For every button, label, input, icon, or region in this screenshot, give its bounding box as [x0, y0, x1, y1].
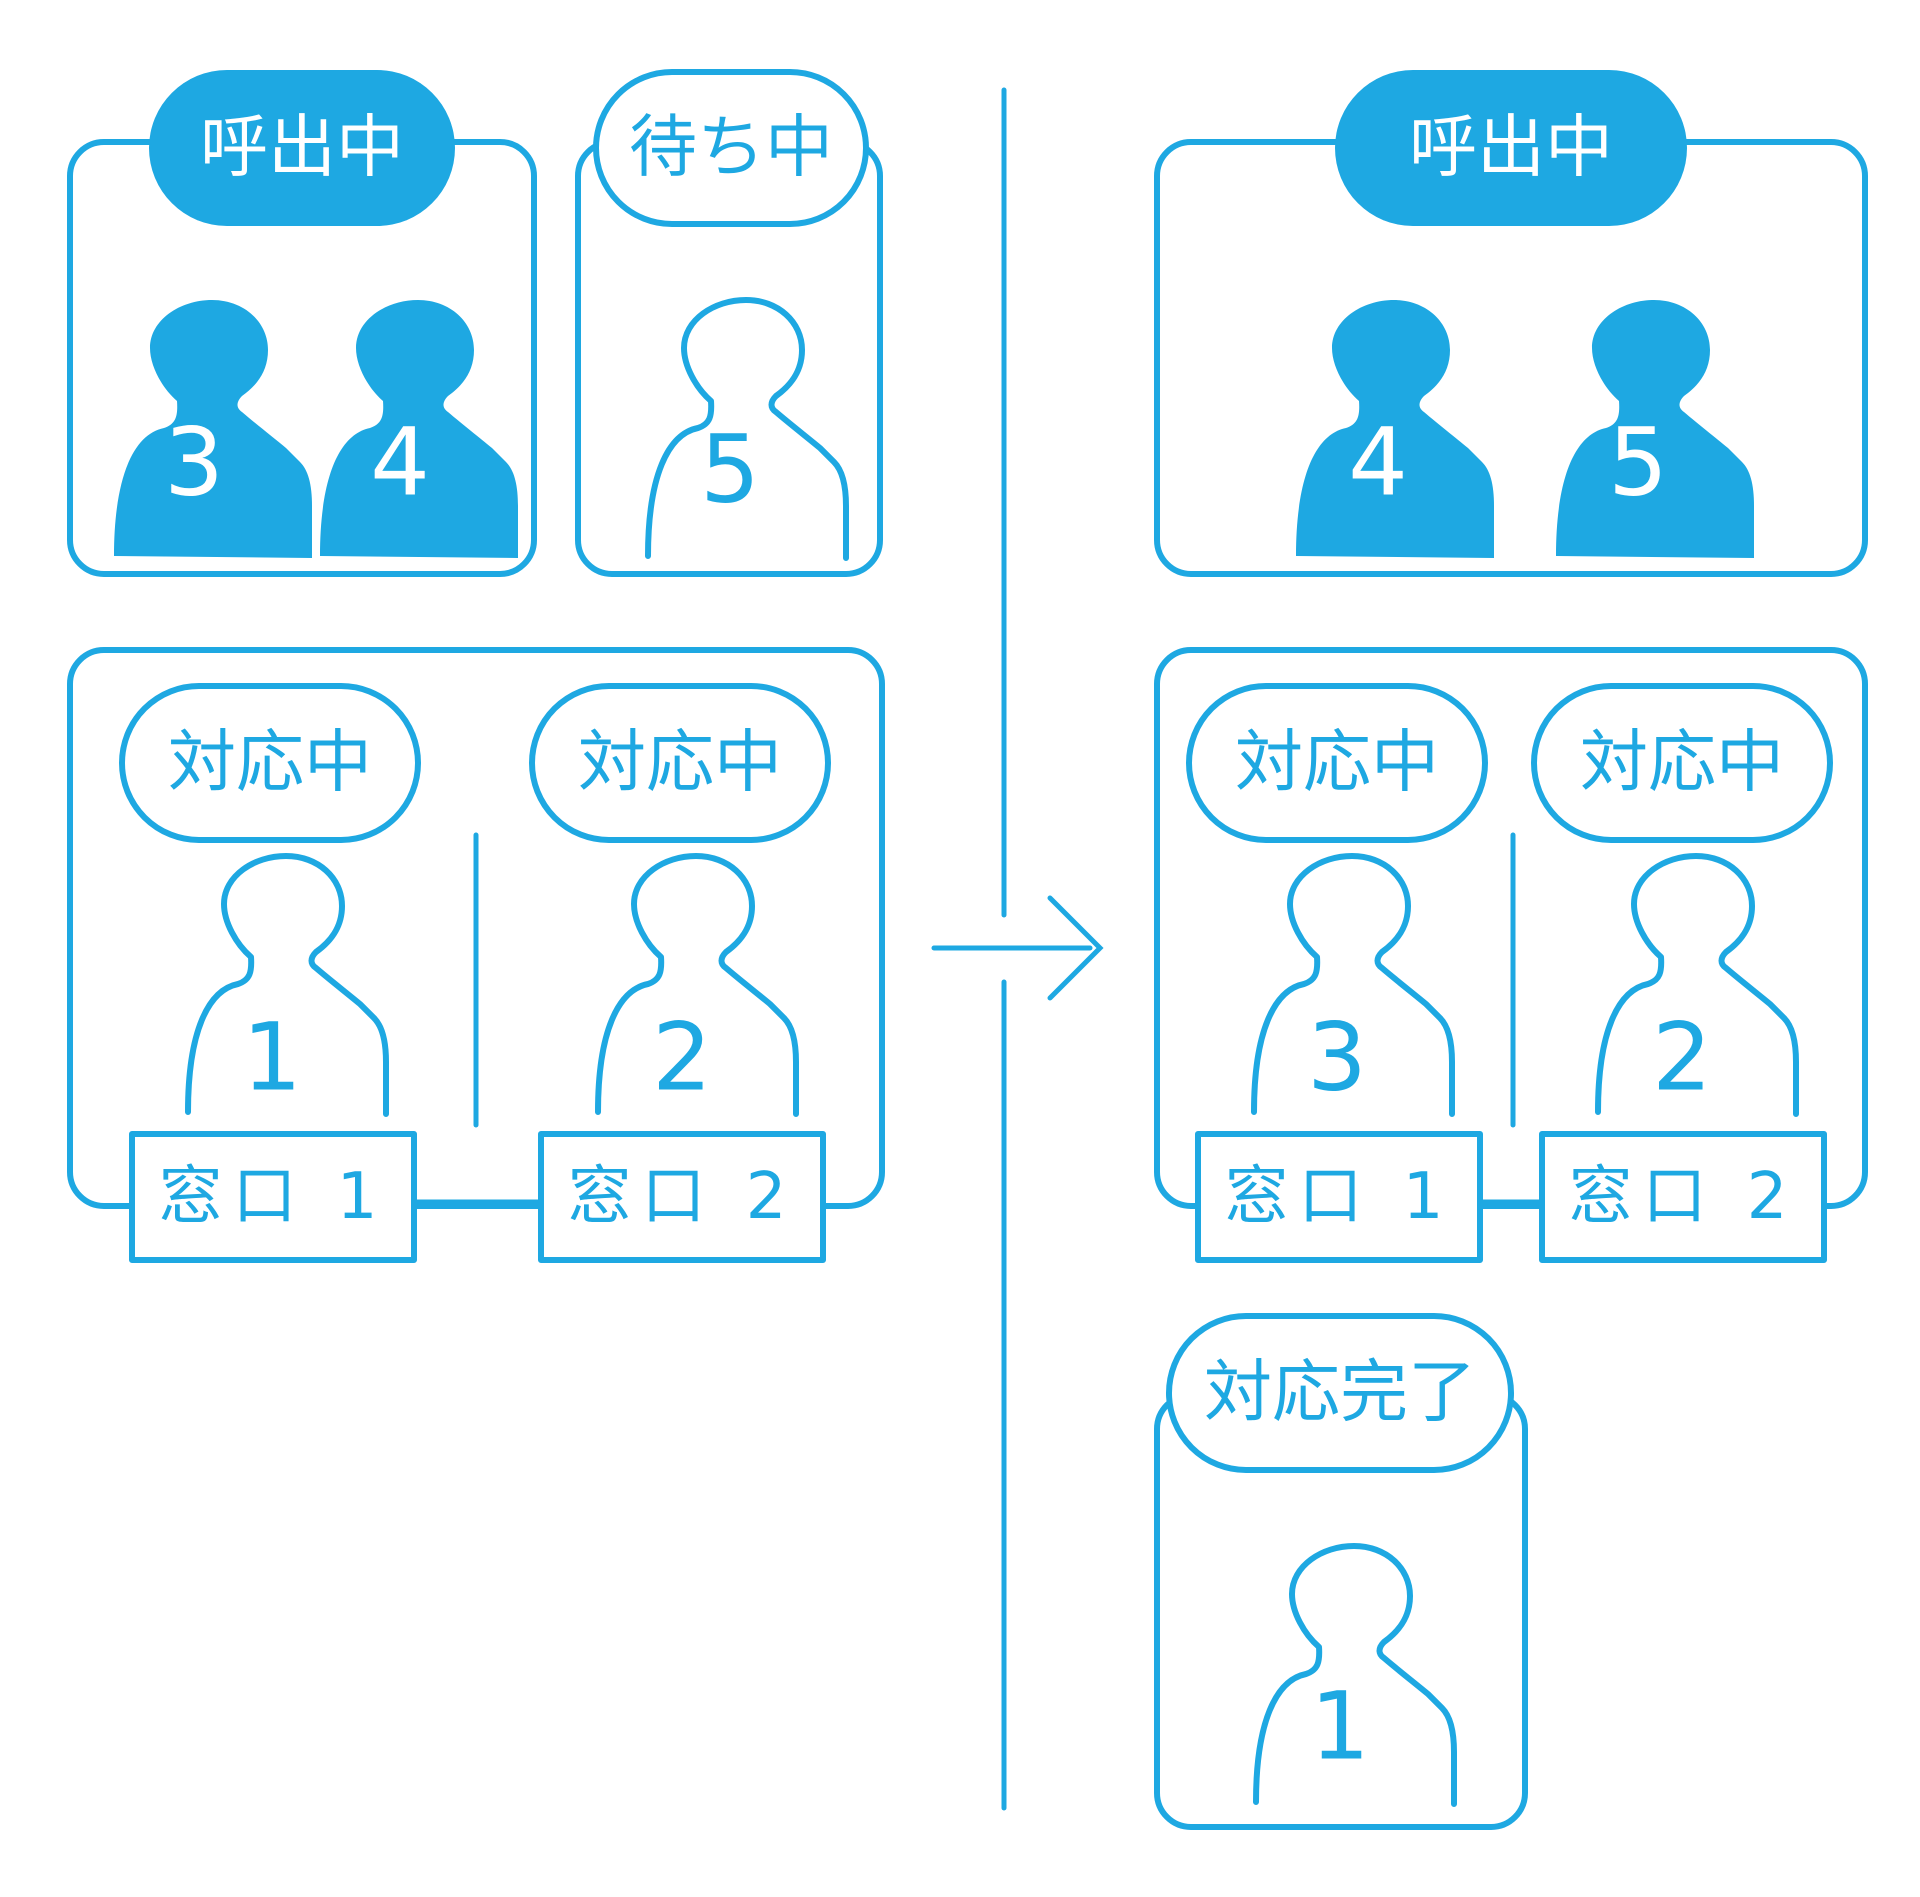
calling-label: 呼出中: [1409, 109, 1613, 188]
waiting-person-5: 5: [648, 300, 846, 558]
called-person-5: 5: [1556, 300, 1754, 558]
service-window-1: 対応中 3 窓口 1: [1186, 683, 1488, 1263]
status-label: 対応中: [578, 724, 782, 803]
completed-label-pill: [1166, 1313, 1514, 1473]
service-window-2: 対応中 2 窓口 2: [529, 683, 831, 1263]
completed-panel-after: 対応完了 1: [1154, 1313, 1528, 1830]
service-window-1: 対応中 1 窓口 1: [119, 683, 421, 1263]
status-pill: [1186, 683, 1488, 843]
calling-label-pill: [149, 70, 455, 226]
service-area-before: 対応中 1 窓口 1 対応中 2 窓口 2: [67, 647, 885, 1263]
status-pill: [529, 683, 831, 843]
counter-box: [1539, 1131, 1827, 1263]
counter-label: 窓口 1: [158, 1160, 387, 1234]
person-number: 5: [700, 416, 760, 525]
calling-label: 呼出中: [200, 109, 404, 188]
transition: [931, 87, 1104, 1811]
status-label: 対応中: [1580, 724, 1784, 803]
person-number: 2: [1652, 1004, 1712, 1113]
called-person-4: 4: [1296, 300, 1494, 558]
waiting-label: 待ち中: [629, 109, 833, 188]
person-number: 4: [370, 409, 430, 518]
counter-box: [538, 1131, 826, 1263]
waiting-panel-before: 待ち中 5: [575, 69, 883, 577]
waiting-label-pill: [593, 69, 869, 227]
status-label: 対応中: [1235, 724, 1439, 803]
calling-panel-after: 呼出中 4 5: [1154, 70, 1868, 577]
called-person-3: 3: [114, 300, 312, 558]
person-number: 2: [652, 1004, 712, 1113]
person-number: 4: [1348, 409, 1408, 518]
person-number: 3: [164, 409, 224, 518]
service-area-after: 対応中 3 窓口 1 対応中 2 窓口 2: [1154, 647, 1868, 1263]
counter-label: 窓口 1: [1224, 1160, 1453, 1234]
counter-box: [129, 1131, 417, 1263]
arrow-right-icon: [931, 895, 1104, 1001]
person-number: 5: [1608, 409, 1668, 518]
service-window-2: 対応中 2 窓口 2: [1531, 683, 1833, 1263]
after-state: 呼出中 4 5 対応中: [1154, 70, 1868, 1830]
completed-person-1: 1: [1256, 1546, 1454, 1804]
calling-panel-before: 呼出中 3 4: [67, 70, 537, 577]
status-pill: [1531, 683, 1833, 843]
counter-label: 窓口 2: [1568, 1160, 1797, 1234]
status-label: 対応中: [168, 724, 372, 803]
person-number: 1: [242, 1004, 302, 1113]
calling-label-pill: [1335, 70, 1687, 226]
before-state: 呼出中 3 4 待ち中 5: [67, 69, 885, 1263]
status-pill: [119, 683, 421, 843]
completed-label: 対応完了: [1204, 1354, 1476, 1433]
counter-box: [1195, 1131, 1483, 1263]
person-number: 3: [1307, 1004, 1367, 1113]
counter-label: 窓口 2: [567, 1160, 796, 1234]
called-person-4: 4: [320, 300, 518, 558]
person-number: 1: [1310, 1673, 1370, 1782]
